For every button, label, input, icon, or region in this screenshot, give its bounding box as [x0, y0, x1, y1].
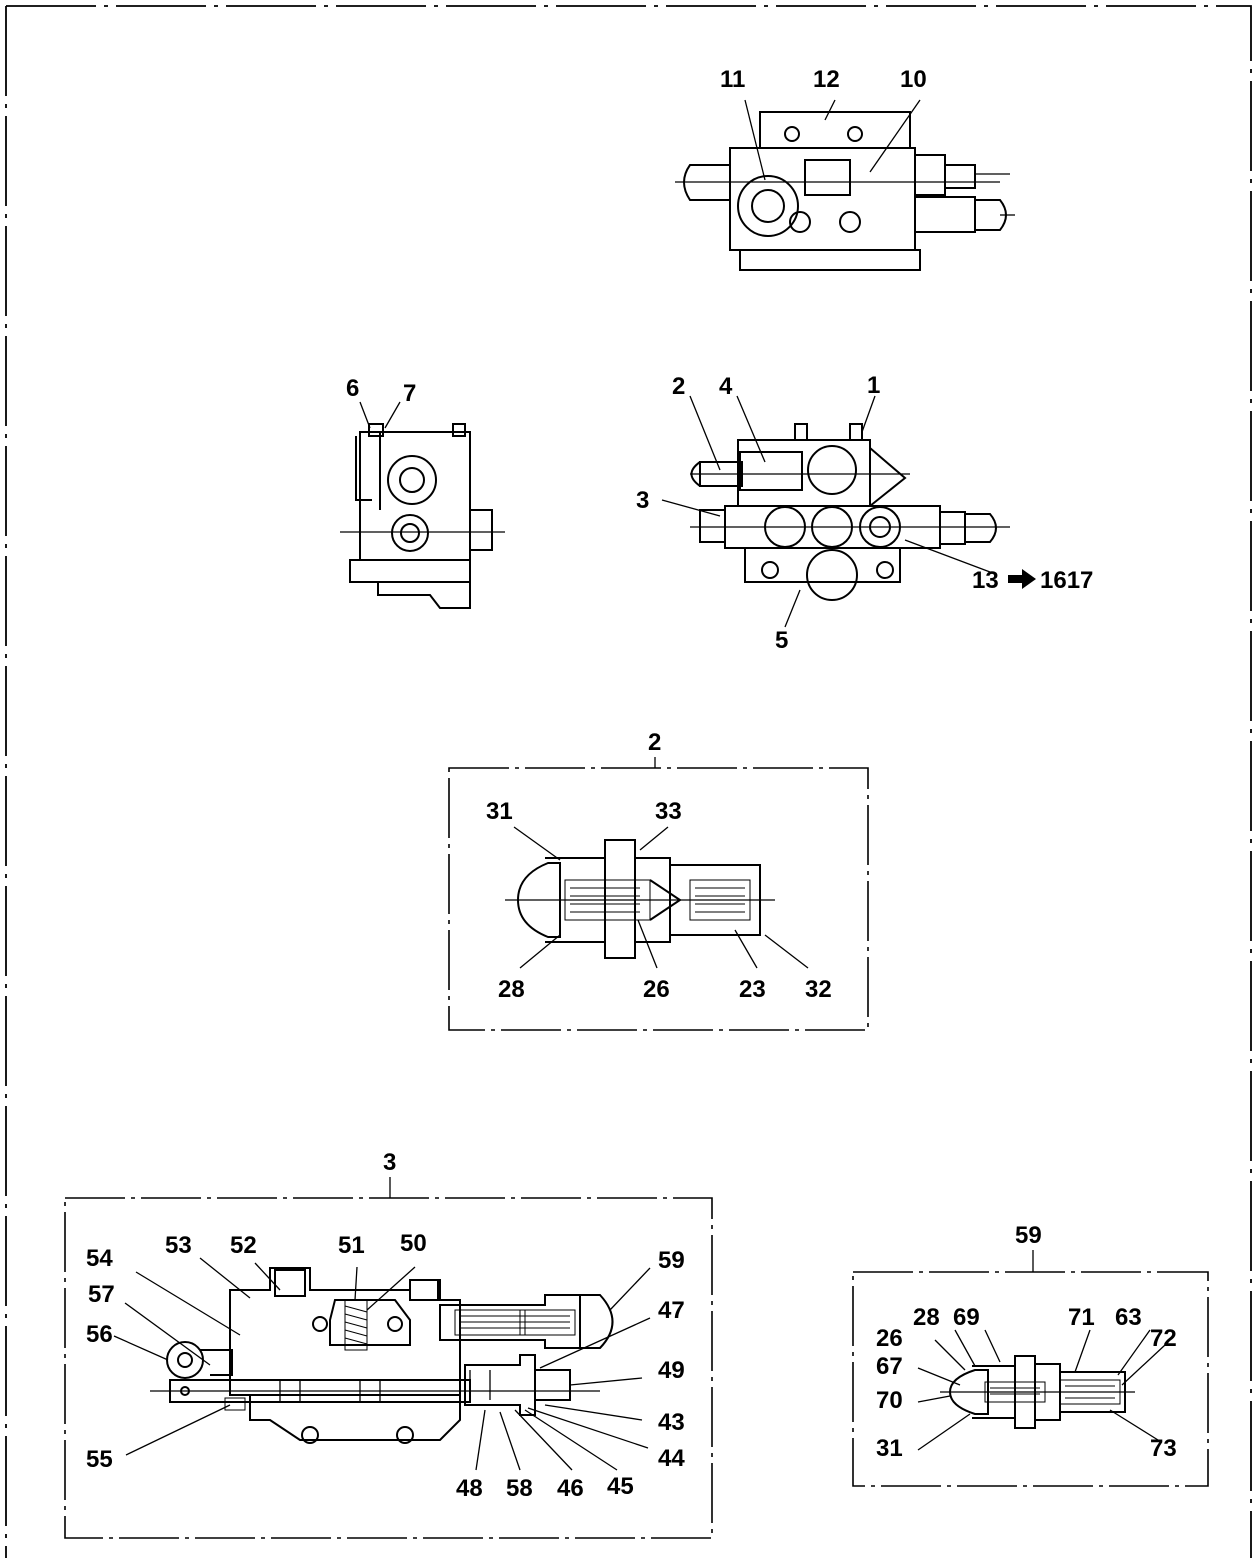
- callout-45: 45: [607, 1473, 634, 1500]
- arrow-right-icon: [1008, 569, 1036, 589]
- callout-53: 53: [165, 1232, 192, 1259]
- callout-10: 10: [900, 66, 927, 93]
- callout-31: 31: [486, 798, 513, 825]
- reference-1617: 1617: [1040, 567, 1093, 594]
- callout-43: 43: [658, 1409, 685, 1436]
- callout-5: 5: [775, 627, 788, 654]
- callout-12: 12: [813, 66, 840, 93]
- callout-47: 47: [658, 1297, 685, 1324]
- detail-2: 2: [448, 729, 869, 1031]
- callout-7: 7: [403, 380, 416, 407]
- side-view: [340, 401, 505, 609]
- callout-28: 28: [498, 976, 525, 1003]
- callout-13: 13: [972, 567, 999, 594]
- callout-50: 50: [400, 1230, 427, 1257]
- callout-52: 52: [230, 1232, 257, 1259]
- detail-3-callouts: 54 53 52 51 50 59 57 47 56 49 55 43 44 4…: [86, 1230, 685, 1502]
- callout-26: 26: [876, 1325, 903, 1352]
- callout-67: 67: [876, 1353, 903, 1380]
- callout-1: 1: [867, 372, 880, 399]
- callout-51: 51: [338, 1232, 365, 1259]
- callout-56: 56: [86, 1321, 113, 1348]
- side-view-callouts: 6 7: [346, 375, 416, 407]
- callout-71: 71: [1068, 1304, 1095, 1331]
- top-view-callouts: 11 12 10: [720, 66, 927, 93]
- callout-58: 58: [506, 1475, 533, 1502]
- callout-46: 46: [557, 1475, 584, 1502]
- callout-26: 26: [643, 976, 670, 1003]
- detail-2-callouts: 31 33 28 26 23 32: [486, 798, 832, 1003]
- callout-49: 49: [658, 1357, 685, 1384]
- callout-54: 54: [86, 1245, 113, 1272]
- callout-48: 48: [456, 1475, 483, 1502]
- callout-57: 57: [88, 1281, 115, 1308]
- callout-23: 23: [739, 976, 766, 1003]
- detail-3: 3: [64, 1149, 713, 1539]
- top-view: [675, 99, 1015, 271]
- callout-3: 3: [636, 487, 649, 514]
- detail-2-title: 2: [648, 729, 661, 756]
- front-view: [661, 395, 1010, 628]
- callout-73: 73: [1150, 1435, 1177, 1462]
- callout-63: 63: [1115, 1304, 1142, 1331]
- front-view-callouts: 2 4 1 3 13 1617 5: [636, 372, 1093, 654]
- page-border: [5, 5, 1252, 1558]
- callout-44: 44: [658, 1445, 685, 1472]
- callout-11: 11: [720, 66, 745, 93]
- callout-59: 59: [658, 1247, 685, 1274]
- detail-59-callouts: 28 69 71 63 26 72 67 70 31 73: [876, 1304, 1177, 1462]
- detail-59: 59: [852, 1222, 1209, 1487]
- callout-28: 28: [913, 1304, 940, 1331]
- callout-2: 2: [672, 373, 685, 400]
- callout-69: 69: [953, 1304, 980, 1331]
- detail-59-title: 59: [1015, 1222, 1042, 1249]
- callout-32: 32: [805, 976, 832, 1003]
- callout-4: 4: [719, 373, 733, 400]
- detail-3-title: 3: [383, 1149, 396, 1176]
- callout-6: 6: [346, 375, 359, 402]
- callout-55: 55: [86, 1446, 113, 1473]
- callout-33: 33: [655, 798, 682, 825]
- callout-72: 72: [1150, 1325, 1177, 1352]
- callout-70: 70: [876, 1387, 903, 1414]
- callout-31: 31: [876, 1435, 903, 1462]
